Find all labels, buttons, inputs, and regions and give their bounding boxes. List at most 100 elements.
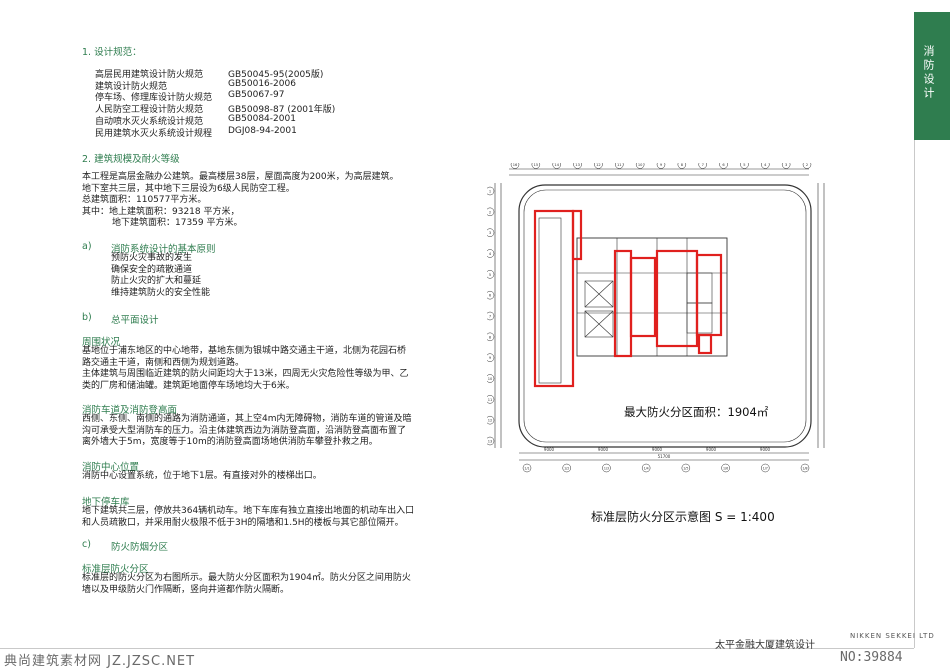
axis-label-bottom: 1/4 (644, 467, 649, 471)
scale-line: 本工程是高层金融办公建筑。最高楼层38层，屋面高度为200米，为高层建筑。 (82, 172, 399, 182)
scale-line: 地下室共三层，其中地下三层设为6级人民防空工程。 (82, 183, 295, 194)
sidebar-tab (914, 12, 950, 140)
dimension-label: 9000 (544, 447, 555, 452)
axis-bubble (800, 463, 810, 473)
regulation-code: GB50098-87 (2001年版) (228, 105, 336, 116)
axis-label-left: 1 (489, 190, 491, 194)
axis-label-top: 8 (681, 163, 684, 167)
footer-company-name: NIKKEN SEKKEI LTD (850, 632, 935, 640)
principle-item: 预防火灾事故的发生 (111, 253, 193, 263)
axis-label-bottom: 1/7 (763, 467, 768, 471)
axis-bubble (761, 463, 770, 473)
dimension-label: 9000 (598, 447, 609, 452)
axis-label-top: 5 (743, 163, 745, 167)
dimension-label: 9000 (760, 447, 771, 452)
surround-text: 基地位于浦东地区的中心地带，基地东侧为银城中路交通主干道，北侧为花园石桥 路交通… (82, 346, 408, 392)
sidebar-divider (914, 12, 915, 648)
std-title: 标准层防火分区 (82, 564, 149, 575)
axis-label-top: 9 (660, 163, 663, 167)
axis-label-left: 9 (489, 356, 492, 360)
surround-line: 路交通主干道，南侧和西侧为规划道路。 (82, 357, 245, 368)
scale-line: 地下建筑面积：17359 平方米。 (112, 218, 243, 229)
a-title: 消防系统设计的基本原则 (111, 244, 216, 255)
regulation-name: 人民防空工程设计防火规范 (95, 105, 204, 116)
sidebar-label: 消防设计 (922, 45, 935, 101)
axis-bubble (602, 463, 611, 473)
principle-item: 防止火灾的扩大和蔓延 (111, 276, 202, 287)
section-1-heading: 1. 设计规范： (82, 47, 142, 58)
a-marker: a) (82, 241, 92, 252)
axis-label-left: 8 (489, 335, 492, 339)
axis-label-top: 11 (617, 163, 622, 167)
axis-label-left: 2 (489, 210, 491, 214)
garage-text: 地下建筑共三层，停放共364辆机动车。地下车库有独立直接出地面的机动车出入口 和… (82, 506, 414, 529)
plan-area-label: 最大防火分区面积：1904㎡ (624, 405, 769, 419)
axis-label-left: 4 (489, 252, 492, 256)
axis-bubble (487, 332, 495, 342)
axis-bubble (487, 374, 495, 383)
regulation-name: 建筑设计防火规范 (95, 81, 168, 92)
axis-bubble (487, 270, 495, 279)
axis-bubble (487, 436, 495, 446)
regulation-code: GB50045-95(2005版) (228, 70, 324, 80)
watermark-left: 典尚建筑素材网 JZ.JZSC.NET (4, 654, 196, 669)
axis-bubble (573, 163, 582, 169)
axis-bubble (781, 163, 791, 169)
axis-bubble (681, 463, 691, 473)
dimension-total: 51700 (658, 454, 671, 459)
axis-label-bottom: 1/1 (524, 467, 529, 471)
axis-label-top: 7 (702, 163, 704, 167)
axis-label-bottom: 1/8 (802, 467, 807, 471)
axis-label-top: 15 (534, 163, 539, 167)
regulation-name: 民用建筑水灭火系统设计规程 (95, 128, 213, 139)
center-title: 消防中心位置 (82, 462, 140, 473)
scale-line: 总建筑面积：110577平方米。 (82, 195, 207, 206)
axis-label-bottom: 1/3 (604, 467, 609, 471)
garage-line: 地下建筑共三层，停放共364辆机动车。地下车库有独立直接出地面的机动车出入口 (82, 506, 415, 516)
axis-label-left: 5 (489, 273, 491, 277)
axis-label-left: 13 (488, 440, 493, 444)
axis-label-left: 12 (488, 419, 493, 423)
axis-label-top: 6 (722, 163, 725, 167)
section-2-heading: 2. 建筑规模及耐火等级 (82, 154, 180, 165)
surround-line: 基地位于浦东地区的中心地带，基地东侧为银城中路交通主干道，北侧为花园石桥 (82, 346, 407, 356)
surround-line: 主体建筑与周围临近建筑的防火间距均大于13米，四周无火灾危险性等级为甲、乙 (82, 369, 409, 380)
fire-zone-boundary (533, 209, 723, 388)
axis-label-top: 10 (638, 163, 643, 167)
lane-line: 西侧、东侧、南侧的通路为消防通道，其上空4m内无障碍物，消防车道的管道及暗 (82, 414, 412, 424)
axis-label-bottom: 1/5 (683, 467, 688, 471)
axis-label-left: 7 (489, 315, 491, 319)
axis-bubble (487, 186, 495, 196)
plan-title: 标准层防火分区示意图 S = 1:400 (591, 510, 775, 524)
surround-line: 类的厂房和储油罐。建筑距地面停车场地均大于6米。 (82, 380, 295, 391)
scale-line: 其中：地上建筑面积：93218 平方米， (82, 206, 240, 217)
axis-label-top: 16 (513, 163, 518, 167)
axis-bubble (487, 395, 495, 404)
axis-bubble (740, 163, 749, 169)
axis-bubble (522, 463, 532, 473)
axis-bubble (487, 415, 495, 425)
c-title: 防火防烟分区 (111, 542, 169, 553)
axis-bubble (510, 163, 520, 169)
std-text: 标准层的防火分区为右图所示。最大防火分区面积为1904㎡。防火分区之间用防火 墙… (82, 573, 411, 596)
principle-item: 确保安全的疏散通道 (111, 264, 193, 275)
regulation-code: GB50016-2006 (228, 78, 296, 89)
axis-bubble (487, 207, 495, 217)
axis-label-top: 4 (764, 163, 767, 167)
garage-line: 和人员疏散口，并采用耐火极限不低于3H的隔墙和1.5H的楼板与其它部位隔开。 (82, 517, 404, 528)
axis-label-bottom: 1/2 (564, 467, 569, 471)
footer-project-name: 太平金融大厦建筑设计 (715, 640, 815, 651)
lane-line: 沟可承受大型消防车的压力。沿主体建筑西边为消防登高面，沿消防登高面布置了 (82, 425, 407, 436)
principle-list: 预防火灾事故的发生 确保安全的疏散通道 防止火灾的扩大和蔓延 维持建筑防火的安全… (111, 253, 210, 299)
lane-line: 离外墙大于5m，宽度等于10m的消防登高面场地供消防车攀登扑救之用。 (82, 437, 378, 448)
regulation-name: 停车场、修理库设计防火规范 (95, 93, 213, 104)
regulation-code: GB50084-2001 (228, 113, 296, 124)
axis-bubble (562, 463, 571, 473)
surround-title: 周围状况 (82, 337, 121, 348)
axis-label-left: 11 (488, 398, 493, 402)
axis-bubble (719, 163, 728, 169)
axis-bubble (487, 311, 495, 321)
garage-title: 地下停车库 (82, 497, 130, 508)
principle-item: 维持建筑防火的安全性能 (111, 287, 211, 298)
